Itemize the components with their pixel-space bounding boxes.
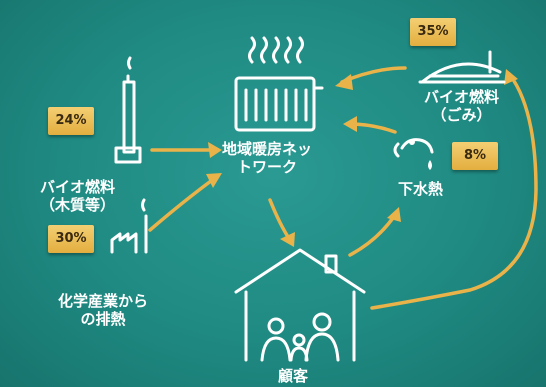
label-chemical-line1: 化学産業から	[58, 292, 149, 310]
water-tap-icon	[393, 138, 434, 170]
label-biofuel-wood: バイオ燃料 （木質等）	[40, 178, 115, 214]
label-sewage: 下水熱	[398, 180, 444, 198]
arrow-chemical-to-hub	[148, 176, 217, 232]
label-biofuel-waste-line1: バイオ燃料	[424, 88, 500, 106]
label-hub-line1: 地域暖房ネッ	[222, 140, 313, 158]
label-biofuel-wood-line1: バイオ燃料	[40, 178, 116, 196]
arrow-return-arc	[370, 73, 538, 310]
label-chemical-line2: の排熱	[80, 310, 126, 328]
label-chemical: 化学産業から の排熱	[58, 292, 148, 328]
label-biofuel-waste: バイオ燃料 （ごみ）	[424, 88, 499, 124]
arrowhead-return-arc	[504, 69, 518, 85]
chimney-icon	[114, 56, 142, 164]
factory-icon	[110, 198, 148, 254]
badge-biofuel-waste: 35%	[410, 18, 456, 46]
label-biofuel-waste-line2: （ごみ）	[431, 106, 492, 124]
label-hub: 地域暖房ネッ トワーク	[222, 140, 312, 176]
arrowhead-hub-to-customer	[280, 232, 295, 247]
arrowhead-wood-to-hub	[208, 142, 222, 158]
badge-chemical: 30%	[48, 225, 94, 253]
arrowhead-customer-to-sewage	[387, 207, 401, 222]
house-family-icon	[234, 248, 366, 362]
arrowhead-sewage-to-hub	[343, 116, 357, 132]
incinerator-plant-icon	[418, 50, 506, 84]
radiator-icon	[234, 76, 324, 132]
arrowhead-waste-to-hub	[335, 74, 353, 90]
label-hub-line2: トワーク	[237, 158, 298, 176]
badge-biofuel-wood: 24%	[48, 107, 94, 135]
heat-waves-icon	[248, 36, 304, 64]
label-biofuel-wood-line2: （木質等）	[40, 196, 116, 214]
arrowhead-chemical-to-hub	[206, 173, 222, 188]
badge-sewage: 8%	[452, 142, 498, 170]
label-customer: 顧客	[278, 367, 309, 385]
